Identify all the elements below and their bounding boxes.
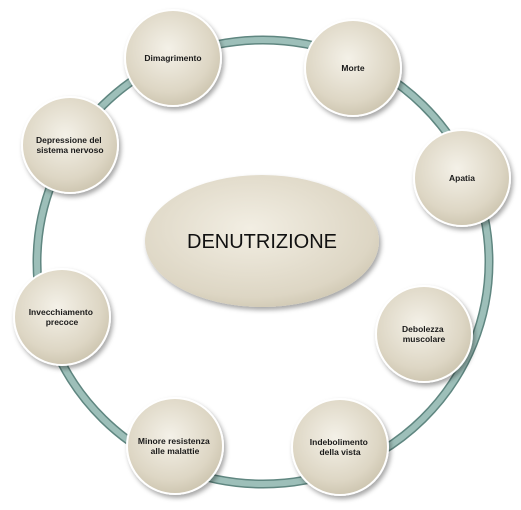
- node-debolezza-muscolare: Debolezza muscolare: [375, 285, 473, 383]
- node-label-line: Indebolimento: [310, 437, 368, 447]
- node-label: Morte: [341, 63, 364, 73]
- center-node: DENUTRIZIONE: [145, 175, 379, 307]
- node-label-line: sistema nervoso: [36, 145, 103, 155]
- node-circle: [124, 9, 222, 107]
- node-label: Minore resistenza alle malattie: [138, 436, 212, 456]
- node-circle: [413, 129, 511, 227]
- node-label-line: alle malattie: [151, 446, 200, 456]
- node-label-line: precoce: [46, 317, 79, 327]
- node-dimagrimento: Dimagrimento: [124, 9, 222, 107]
- center-label: DENUTRIZIONE: [187, 231, 337, 253]
- node-label: Invecchiamento precoce: [29, 307, 96, 327]
- node-label: Apatia: [449, 173, 475, 183]
- node-label: Dimagrimento: [144, 53, 201, 63]
- node-apatia: Apatia: [413, 129, 511, 227]
- node-circle: [126, 397, 224, 495]
- node-label: Depressione del sistema nervoso: [36, 135, 104, 155]
- node-label-line: Dimagrimento: [144, 53, 201, 63]
- node-circle: [291, 398, 389, 496]
- node-label-line: muscolare: [403, 334, 446, 344]
- node-label-line: Minore resistenza: [138, 436, 210, 446]
- node-label-line: Debolezza: [402, 324, 444, 334]
- center-ellipse: [145, 175, 379, 307]
- node-minore-resistenza: Minore resistenza alle malattie: [126, 397, 224, 495]
- node-circle: [21, 96, 119, 194]
- ring-band: [34, 37, 492, 487]
- node-circle: [375, 285, 473, 383]
- node-indebolimento-vista: Indebolimento della vista: [291, 398, 389, 496]
- ring: [32, 35, 494, 489]
- node-depressione-sistema-nervoso: Depressione del sistema nervoso: [21, 96, 119, 194]
- node-circle: [304, 19, 402, 117]
- node-invecchiamento-precoce: Invecchiamento precoce: [13, 268, 111, 366]
- node-morte: Morte: [304, 19, 402, 117]
- node-label-line: della vista: [319, 447, 360, 457]
- node-label-line: Apatia: [449, 173, 475, 183]
- node-label-line: Invecchiamento: [29, 307, 93, 317]
- node-circle: [13, 268, 111, 366]
- node-label-line: Depressione del: [36, 135, 102, 145]
- node-label: Indebolimento della vista: [310, 437, 370, 457]
- node-label-line: Morte: [341, 63, 364, 73]
- node-label: Debolezza muscolare: [402, 324, 446, 344]
